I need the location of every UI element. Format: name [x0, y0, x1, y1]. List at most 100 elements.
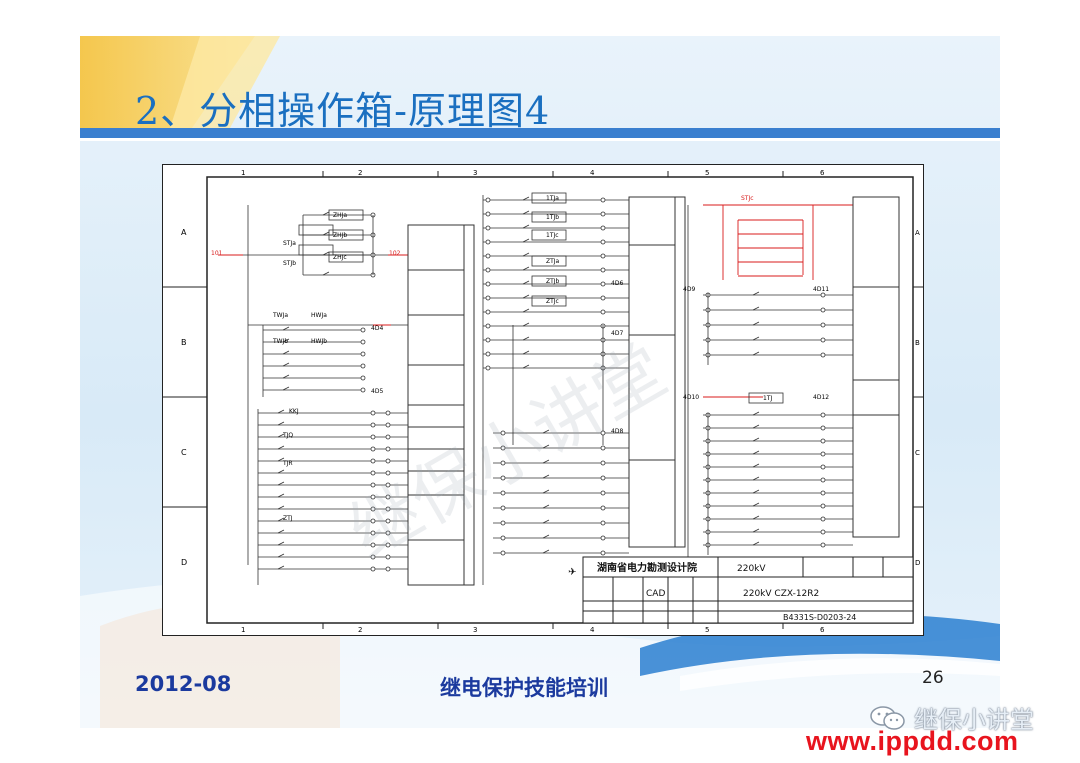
- terminal-4d6: 4D6: [611, 280, 623, 287]
- relay-contact: [752, 476, 760, 481]
- label-ztj-c: ZTJc: [546, 298, 559, 305]
- col-label-4-bottom: 4: [590, 626, 595, 634]
- footer-date: 2012-08: [135, 672, 232, 696]
- inner-frame: [206, 176, 914, 624]
- schematic-watermark: 继保小讲堂: [336, 329, 680, 575]
- terminal-node: [500, 505, 506, 511]
- title-block: [582, 556, 914, 624]
- terminal-4d12: 4D12: [813, 394, 829, 401]
- relay-contact: [277, 505, 285, 510]
- relay-contact: [277, 469, 285, 474]
- label-tjq: TJQ: [282, 432, 293, 439]
- relay-contact: [752, 541, 760, 546]
- terminal-node: [600, 430, 606, 436]
- relay-contact: [277, 481, 285, 486]
- institute-logo-icon: ✈: [568, 567, 576, 578]
- relay-contact: [542, 504, 550, 509]
- relay-contact: [522, 266, 530, 271]
- relay-contact: [277, 445, 285, 450]
- label-hwj-b: HWJb: [311, 338, 327, 345]
- terminal-node: [820, 322, 826, 328]
- terminal-node: [385, 434, 391, 440]
- relay-contact: [542, 549, 550, 554]
- label-kkj: KKJ: [289, 408, 299, 415]
- terminal-node: [500, 520, 506, 526]
- relay-contact: [277, 517, 285, 522]
- col-label-6: 6: [820, 169, 825, 177]
- relay-contact: [322, 231, 330, 236]
- terminal-node: [600, 295, 606, 301]
- terminal-node: [360, 387, 366, 393]
- wechat-icon: [870, 705, 905, 730]
- terminal-node: [485, 337, 491, 343]
- terminal-node: [485, 239, 491, 245]
- terminal-node: [820, 438, 826, 444]
- relay-symbols: [298, 192, 784, 404]
- terminal-node: [600, 197, 606, 203]
- terminal-node: [370, 494, 376, 500]
- terminal-node: [360, 339, 366, 345]
- relay-contact: [752, 351, 760, 356]
- label-twj-a: TWJa: [272, 312, 288, 319]
- terminal-node: [820, 425, 826, 431]
- terminal-node: [600, 211, 606, 217]
- terminal-node: [820, 337, 826, 343]
- terminal-node: [600, 309, 606, 315]
- terminal-node: [600, 505, 606, 511]
- terminal-node: [820, 529, 826, 535]
- relay-contact: [277, 493, 285, 498]
- row-label-a-right: A: [915, 229, 920, 237]
- label-ztj: ZTJ: [283, 515, 293, 522]
- relay-contact: [542, 519, 550, 524]
- label-stj-a: STJa: [283, 240, 296, 247]
- relay-coil-box: [298, 224, 334, 236]
- terminal-node: [485, 197, 491, 203]
- relay-contact: [752, 463, 760, 468]
- col-label-1-bottom: 1: [241, 626, 245, 634]
- relay-contact: [522, 280, 530, 285]
- relay-contact: [277, 421, 285, 426]
- relay-contact: [542, 474, 550, 479]
- relay-contact: [522, 252, 530, 257]
- terminal-node: [385, 410, 391, 416]
- terminal-node: [500, 460, 506, 466]
- relay-contact: [752, 437, 760, 442]
- relay-contact: [277, 541, 285, 546]
- col-label-2: 2: [358, 169, 362, 177]
- terminal-node: [600, 239, 606, 245]
- terminal-node: [385, 530, 391, 536]
- slide-title: 2、分相操作箱-原理图4: [135, 89, 551, 133]
- terminal-node: [370, 518, 376, 524]
- terminal-node: [485, 309, 491, 315]
- terminal-node: [370, 470, 376, 476]
- terminal-node: [385, 542, 391, 548]
- terminal-node: [370, 458, 376, 464]
- terminal-node: [370, 482, 376, 488]
- terminal-101: 101: [211, 250, 223, 257]
- relay-contact: [752, 502, 760, 507]
- relay-contact: [542, 429, 550, 434]
- schematic-drawing: 1 2 3 4 5 6 1 2 3 4 5 6 A B C D A B C D: [162, 164, 924, 636]
- row-label-b: B: [181, 338, 187, 347]
- relay-contact: [522, 350, 530, 355]
- relay-contact: [277, 433, 285, 438]
- label-tjr: TJR: [282, 460, 293, 467]
- label-stj-b: STJb: [283, 260, 296, 267]
- relay-contact: [282, 362, 290, 367]
- schematic-svg: 1 2 3 4 5 6 1 2 3 4 5 6 A B C D A B C D: [163, 169, 923, 634]
- label-ztj-a: ZTJa: [546, 258, 560, 265]
- terminal-node: [820, 292, 826, 298]
- terminal-node: [370, 434, 376, 440]
- label-zhj-b: ZHJb: [333, 232, 347, 239]
- relay-contact: [752, 321, 760, 326]
- terminal-node: [500, 445, 506, 451]
- terminal-node: [600, 460, 606, 466]
- relay-contact: [322, 251, 330, 256]
- terminal-node: [385, 446, 391, 452]
- col-label-4: 4: [590, 169, 595, 177]
- terminal-node: [385, 458, 391, 464]
- relay-coil-box: [328, 251, 364, 263]
- terminal-node: [600, 225, 606, 231]
- terminal-node: [385, 494, 391, 500]
- relay-coil-box: [531, 211, 567, 223]
